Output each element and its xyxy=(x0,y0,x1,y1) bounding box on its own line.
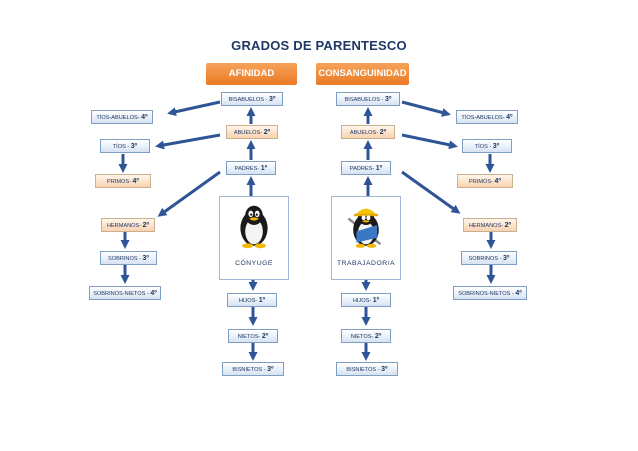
left-padres-degree: 1º xyxy=(260,165,268,172)
left-bisnietos-label: BISNIETOS - xyxy=(232,367,268,373)
left-hijos-label: HIJOS- xyxy=(238,298,259,304)
right-bisabuelos-degree: 3º xyxy=(384,96,392,103)
left-abuelos-box: ABUELOS- 2º xyxy=(226,125,278,139)
right-sobrinos-degree: 3º xyxy=(503,255,510,262)
trabajador-label: TRABAJADOR/A xyxy=(336,260,396,267)
left-primos-degree: 4º xyxy=(132,178,139,185)
left-tiosabuelos-box: TÍOS-ABUELOS- 4º xyxy=(91,110,153,124)
left-hermanos-degree: 2º xyxy=(142,222,150,229)
right-hermanos-label: HERMANOS- xyxy=(468,223,505,229)
right-hijos-box: HIJOS- 1º xyxy=(341,293,391,307)
right-abuelos-degree: 2º xyxy=(379,129,387,136)
left-primos-box: PRIMOS- 4º xyxy=(95,174,151,188)
header-afinidad: AFINIDAD xyxy=(206,63,297,85)
right-abuelos-label: ABUELOS- xyxy=(349,130,380,136)
left-sobrinosnietos-label: SOBRINOS-NIETOS - xyxy=(93,291,151,297)
right-padres-label: PADRES- xyxy=(349,166,376,172)
left-hermanos-box: HERMANOS- 2º xyxy=(101,218,155,232)
penguin-icon xyxy=(240,205,268,249)
right-tios-label: TÍOS - xyxy=(474,144,493,150)
left-hijos-degree: 1º xyxy=(258,297,266,304)
right-hijos-degree: 1º xyxy=(372,297,380,304)
left-abuelos-label: ABUELOS- xyxy=(233,130,264,136)
right-hijos-label: HIJOS- xyxy=(352,298,373,304)
conyuge-label: CÓNYUGE xyxy=(235,260,273,267)
right-padres-degree: 1º xyxy=(375,165,383,172)
left-tiosabuelos-degree: 4º xyxy=(141,114,148,121)
right-primos-degree: 4º xyxy=(494,178,501,185)
right-sobrinosnietos-box: SOBRINOS-NIETOS - 4º xyxy=(453,286,527,300)
left-tiosabuelos-label: TÍOS-ABUELOS- xyxy=(96,115,142,121)
right-tiosabuelos-label: TÍOS-ABUELOS- xyxy=(461,115,507,121)
conyuge-card: CÓNYUGE xyxy=(219,196,289,280)
left-sobrinos-degree: 3º xyxy=(142,255,149,262)
left-bisabuelos-box: BISABUELOS - 3º xyxy=(221,92,283,106)
right-sobrinos-label: SOBRINOS - xyxy=(468,256,504,262)
arrow-right-bisabuelos-tiosabuelos xyxy=(401,100,451,117)
left-padres-box: PADRES- 1º xyxy=(226,161,276,175)
right-hermanos-box: HERMANOS- 2º xyxy=(463,218,517,232)
right-bisnietos-degree: 3º xyxy=(381,366,388,373)
right-tiosabuelos-degree: 4º xyxy=(506,114,513,121)
right-bisnietos-box: BISNIETOS - 3º xyxy=(336,362,398,376)
left-tios-box: TÍOS - 3º xyxy=(100,139,150,153)
left-nietos-label: NIETOS- xyxy=(237,334,262,340)
left-sobrinosnietos-box: SOBRINOS-NIETOS - 4º xyxy=(89,286,161,300)
right-hermanos-degree: 2º xyxy=(504,222,512,229)
right-abuelos-box: ABUELOS- 2º xyxy=(341,125,395,139)
left-nietos-box: NIETOS- 2º xyxy=(228,329,278,343)
left-abuelos-degree: 2º xyxy=(263,129,271,136)
right-primos-box: PRIMOS- 4º xyxy=(457,174,513,188)
right-bisabuelos-label: BISABUELOS - xyxy=(344,97,385,103)
left-bisnietos-box: BISNIETOS - 3º xyxy=(222,362,284,376)
right-nietos-degree: 2º xyxy=(374,333,382,340)
left-nietos-degree: 2º xyxy=(261,333,269,340)
right-primos-label: PRIMOS- xyxy=(469,179,495,185)
trabajador-card: TRABAJADOR/A xyxy=(331,196,401,280)
left-primos-label: PRIMOS- xyxy=(107,179,133,185)
right-bisnietos-label: BISNIETOS - xyxy=(346,367,382,373)
right-nietos-label: NIETOS- xyxy=(350,334,375,340)
diagram-title: GRADOS DE PARENTESCO xyxy=(231,38,407,53)
arrow-left-abuelos-tios xyxy=(155,133,221,150)
right-nietos-box: NIETOS- 2º xyxy=(341,329,391,343)
arrow-left-padres-hermanos xyxy=(157,170,221,217)
header-consanguinidad: CONSANGUINIDAD xyxy=(316,63,409,85)
left-padres-label: PADRES- xyxy=(234,166,261,172)
left-bisabuelos-degree: 3º xyxy=(268,96,276,103)
right-bisabuelos-box: BISABUELOS - 3º xyxy=(336,92,400,106)
arrow-right-padres-hermanos xyxy=(401,170,461,214)
right-tios-degree: 3º xyxy=(492,143,500,150)
left-hermanos-label: HERMANOS- xyxy=(106,223,143,229)
left-tios-degree: 3º xyxy=(130,143,138,150)
left-tios-label: TÍOS - xyxy=(112,144,131,150)
left-sobrinos-label: SOBRINOS - xyxy=(108,256,143,262)
right-sobrinos-box: SOBRINOS - 3º xyxy=(461,251,517,265)
right-tios-box: TÍOS - 3º xyxy=(462,139,512,153)
penguin-worker-icon xyxy=(347,208,382,248)
right-sobrinosnietos-label: SOBRINOS-NIETOS - xyxy=(458,291,516,297)
right-sobrinosnietos-degree: 4º xyxy=(515,290,522,297)
right-tiosabuelos-box: TÍOS-ABUELOS- 4º xyxy=(456,110,518,124)
arrow-left-bisabuelos-tiosabuelos xyxy=(167,100,221,117)
left-bisnietos-degree: 3º xyxy=(267,366,274,373)
arrow-right-abuelos-tios xyxy=(401,133,458,150)
right-padres-box: PADRES- 1º xyxy=(341,161,391,175)
left-bisabuelos-label: BISABUELOS - xyxy=(228,97,269,103)
left-sobrinosnietos-degree: 4º xyxy=(150,290,157,297)
left-hijos-box: HIJOS- 1º xyxy=(227,293,277,307)
left-sobrinos-box: SOBRINOS - 3º xyxy=(100,251,157,265)
